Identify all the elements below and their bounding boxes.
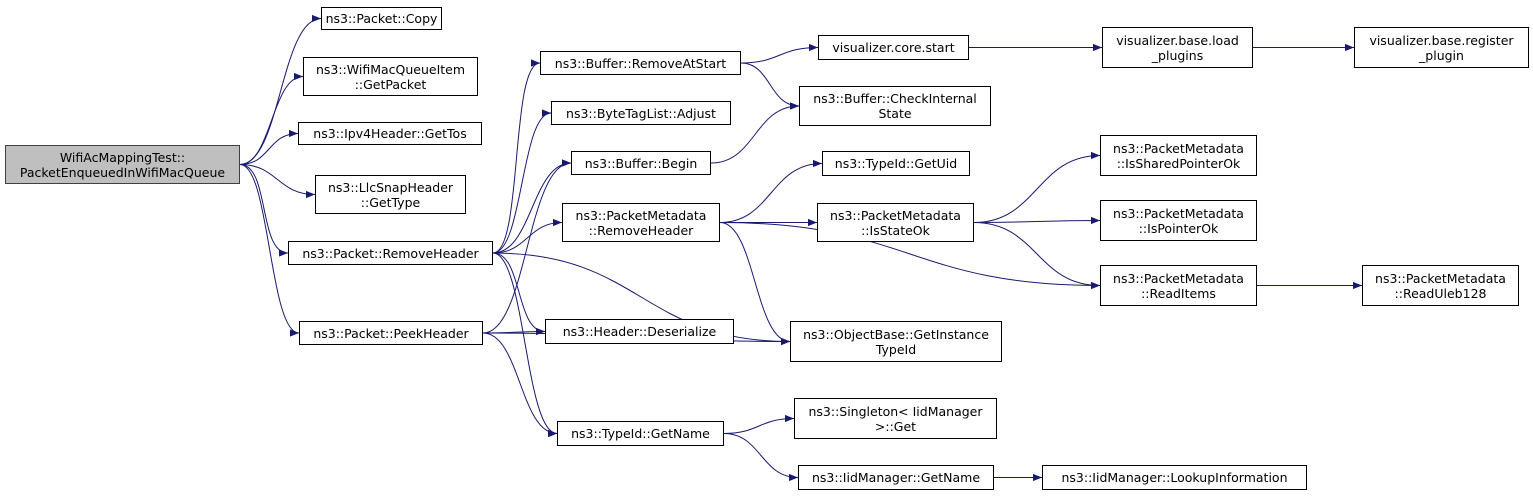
edge-root-to-getpacket <box>239 72 304 165</box>
node-packet-peekheader[interactable]: ns3::Packet::PeekHeader <box>299 321 483 345</box>
node-label: ns3::Buffer::Begin <box>584 155 698 171</box>
node-label: ns3::Ipv4Header::GetTos <box>313 126 467 141</box>
edge-isstateok-to-issharedptr <box>973 151 1101 223</box>
node-label: visualizer.base.register _plugin <box>1369 32 1514 63</box>
node-buffer-begin[interactable]: ns3::Buffer::Begin <box>571 151 711 175</box>
node-label: ns3::TypeId::GetUid <box>834 156 958 171</box>
edge-peekheader-to-tid_getname <box>482 332 558 438</box>
node-llcsnapheader-gettype[interactable]: ns3::LlcSnapHeader ::GetType <box>315 175 466 214</box>
edge-root-to-removeheader <box>239 164 289 257</box>
node-iidmanager-lookupinformation[interactable]: ns3::IidManager::LookupInformation <box>1042 465 1307 490</box>
node-packetmetadata-ispointerok[interactable]: ns3::PacketMetadata ::IsPointerOk <box>1100 200 1257 241</box>
node-label: ns3::PacketMetadata ::IsSharedPointerOk <box>1113 140 1244 171</box>
edge-begin-to-checkinternal <box>710 102 800 164</box>
edge-isstateok-to-readitems <box>973 222 1101 290</box>
node-visualizer-base-loadplugins[interactable]: visualizer.base.load _plugins <box>1102 27 1253 68</box>
edge-removeheader-to-removeatstart <box>492 59 541 254</box>
node-label: visualizer.core.start <box>832 40 955 55</box>
edge-removeheader-to-getinstancetypeid <box>492 252 791 346</box>
edge-removeheader-to-tid_getname <box>492 252 558 438</box>
node-label: ns3::Packet::RemoveHeader <box>302 245 479 261</box>
edge-peekheader-to-begin <box>482 159 572 334</box>
edge-tid_getname-to-singletonget <box>723 414 795 434</box>
edge-root-to-peekheader <box>239 164 300 337</box>
node-label: ns3::PacketMetadata ::ReadItems <box>1113 270 1244 301</box>
node-header-deserialize[interactable]: ns3::Header::Deserialize <box>545 319 734 344</box>
node-label: ns3::TypeId::GetName <box>571 426 710 441</box>
node-label: ns3::ObjectBase::GetInstance TypeId <box>803 326 989 357</box>
node-label: ns3::Buffer::RemoveAtStart <box>554 55 727 71</box>
node-label: ns3::IidManager::GetName <box>811 470 981 485</box>
edge-tid_getname-to-iid_getname <box>723 433 799 482</box>
node-wifimacqueueitem-getpacket[interactable]: ns3::WifiMacQueueItem ::GetPacket <box>303 57 478 96</box>
node-packetmetadata-removeheader[interactable]: ns3::PacketMetadata ::RemoveHeader <box>562 203 720 242</box>
edge-pm_removeheader-to-getinstancetypeid <box>719 222 791 346</box>
node-label: ns3::PacketMetadata ::IsPointerOk <box>1113 205 1244 236</box>
node-label: ns3::PacketMetadata ::RemoveHeader <box>575 207 707 238</box>
node-label: ns3::WifiMacQueueItem ::GetPacket <box>315 61 466 92</box>
node-buffer-checkinternalstate[interactable]: ns3::Buffer::CheckInternal State <box>799 86 991 126</box>
node-label: ns3::PacketMetadata ::IsStateOk <box>830 207 961 238</box>
edge-removeheader-to-adjust <box>492 109 552 254</box>
node-label: ns3::IidManager::LookupInformation <box>1061 470 1288 485</box>
node-visualizer-core-start[interactable]: visualizer.core.start <box>818 35 969 60</box>
node-label: ns3::PacketMetadata ::ReadUleb128 <box>1375 270 1506 301</box>
node-label: ns3::Singleton< IidManager >::Get <box>808 403 983 434</box>
node-packet-copy[interactable]: ns3::Packet::Copy <box>321 7 442 30</box>
node-label: ns3::Packet::PeekHeader <box>313 325 469 341</box>
edge-isstateok-to-isptrok <box>973 216 1101 225</box>
node-packetmetadata-issharedpointerok[interactable]: ns3::PacketMetadata ::IsSharedPointerOk <box>1100 135 1257 176</box>
edge-removeatstart-to-checkinternal <box>740 62 800 110</box>
edge-root-to-gettos <box>239 129 299 165</box>
node-iidmanager-getname[interactable]: ns3::IidManager::GetName <box>798 465 994 490</box>
node-root-packet-enqueued: WifiAcMappingTest:: PacketEnqueuedInWifi… <box>5 145 240 184</box>
node-packetmetadata-isstateok[interactable]: ns3::PacketMetadata ::IsStateOk <box>817 203 974 242</box>
node-typeid-getname[interactable]: ns3::TypeId::GetName <box>557 421 724 446</box>
edge-removeheader-to-pm_removeheader <box>492 218 563 254</box>
node-label: ns3::ByteTagList::Adjust <box>566 105 716 121</box>
edge-root-to-gettype <box>239 164 316 199</box>
edge-removeheader-to-begin <box>492 159 572 254</box>
node-label: ns3::Buffer::CheckInternal State <box>813 91 977 121</box>
edge-pm_removeheader-to-readitems <box>719 222 1101 290</box>
node-typeid-getuid[interactable]: ns3::TypeId::GetUid <box>822 151 970 176</box>
node-label: ns3::Packet::Copy <box>325 11 438 26</box>
node-bytetaglist-adjust[interactable]: ns3::ByteTagList::Adjust <box>551 101 731 125</box>
node-objectbase-getinstancetypeid[interactable]: ns3::ObjectBase::GetInstance TypeId <box>790 321 1002 362</box>
node-ipv4header-gettos[interactable]: ns3::Ipv4Header::GetTos <box>298 122 482 145</box>
edge-removeheader-to-deserialize <box>492 252 546 336</box>
node-label: WifiAcMappingTest:: PacketEnqueuedInWifi… <box>19 149 226 180</box>
node-label: ns3::Header::Deserialize <box>562 324 717 339</box>
node-buffer-removeatstart[interactable]: ns3::Buffer::RemoveAtStart <box>540 51 741 75</box>
node-label: visualizer.base.load _plugins <box>1116 32 1239 63</box>
node-packet-removeheader[interactable]: ns3::Packet::RemoveHeader <box>288 241 493 265</box>
edge-pm_removeheader-to-getuid <box>719 159 823 223</box>
node-packetmetadata-readuleb128[interactable]: ns3::PacketMetadata ::ReadUleb128 <box>1362 265 1519 306</box>
edge-removeatstart-to-viscorestart <box>740 43 819 64</box>
node-label: ns3::LlcSnapHeader ::GetType <box>327 179 454 210</box>
node-packetmetadata-readitems[interactable]: ns3::PacketMetadata ::ReadItems <box>1100 265 1257 306</box>
node-visualizer-base-registerplugin[interactable]: visualizer.base.register _plugin <box>1354 27 1529 68</box>
node-singleton-iidmanager-get[interactable]: ns3::Singleton< IidManager >::Get <box>794 398 997 439</box>
